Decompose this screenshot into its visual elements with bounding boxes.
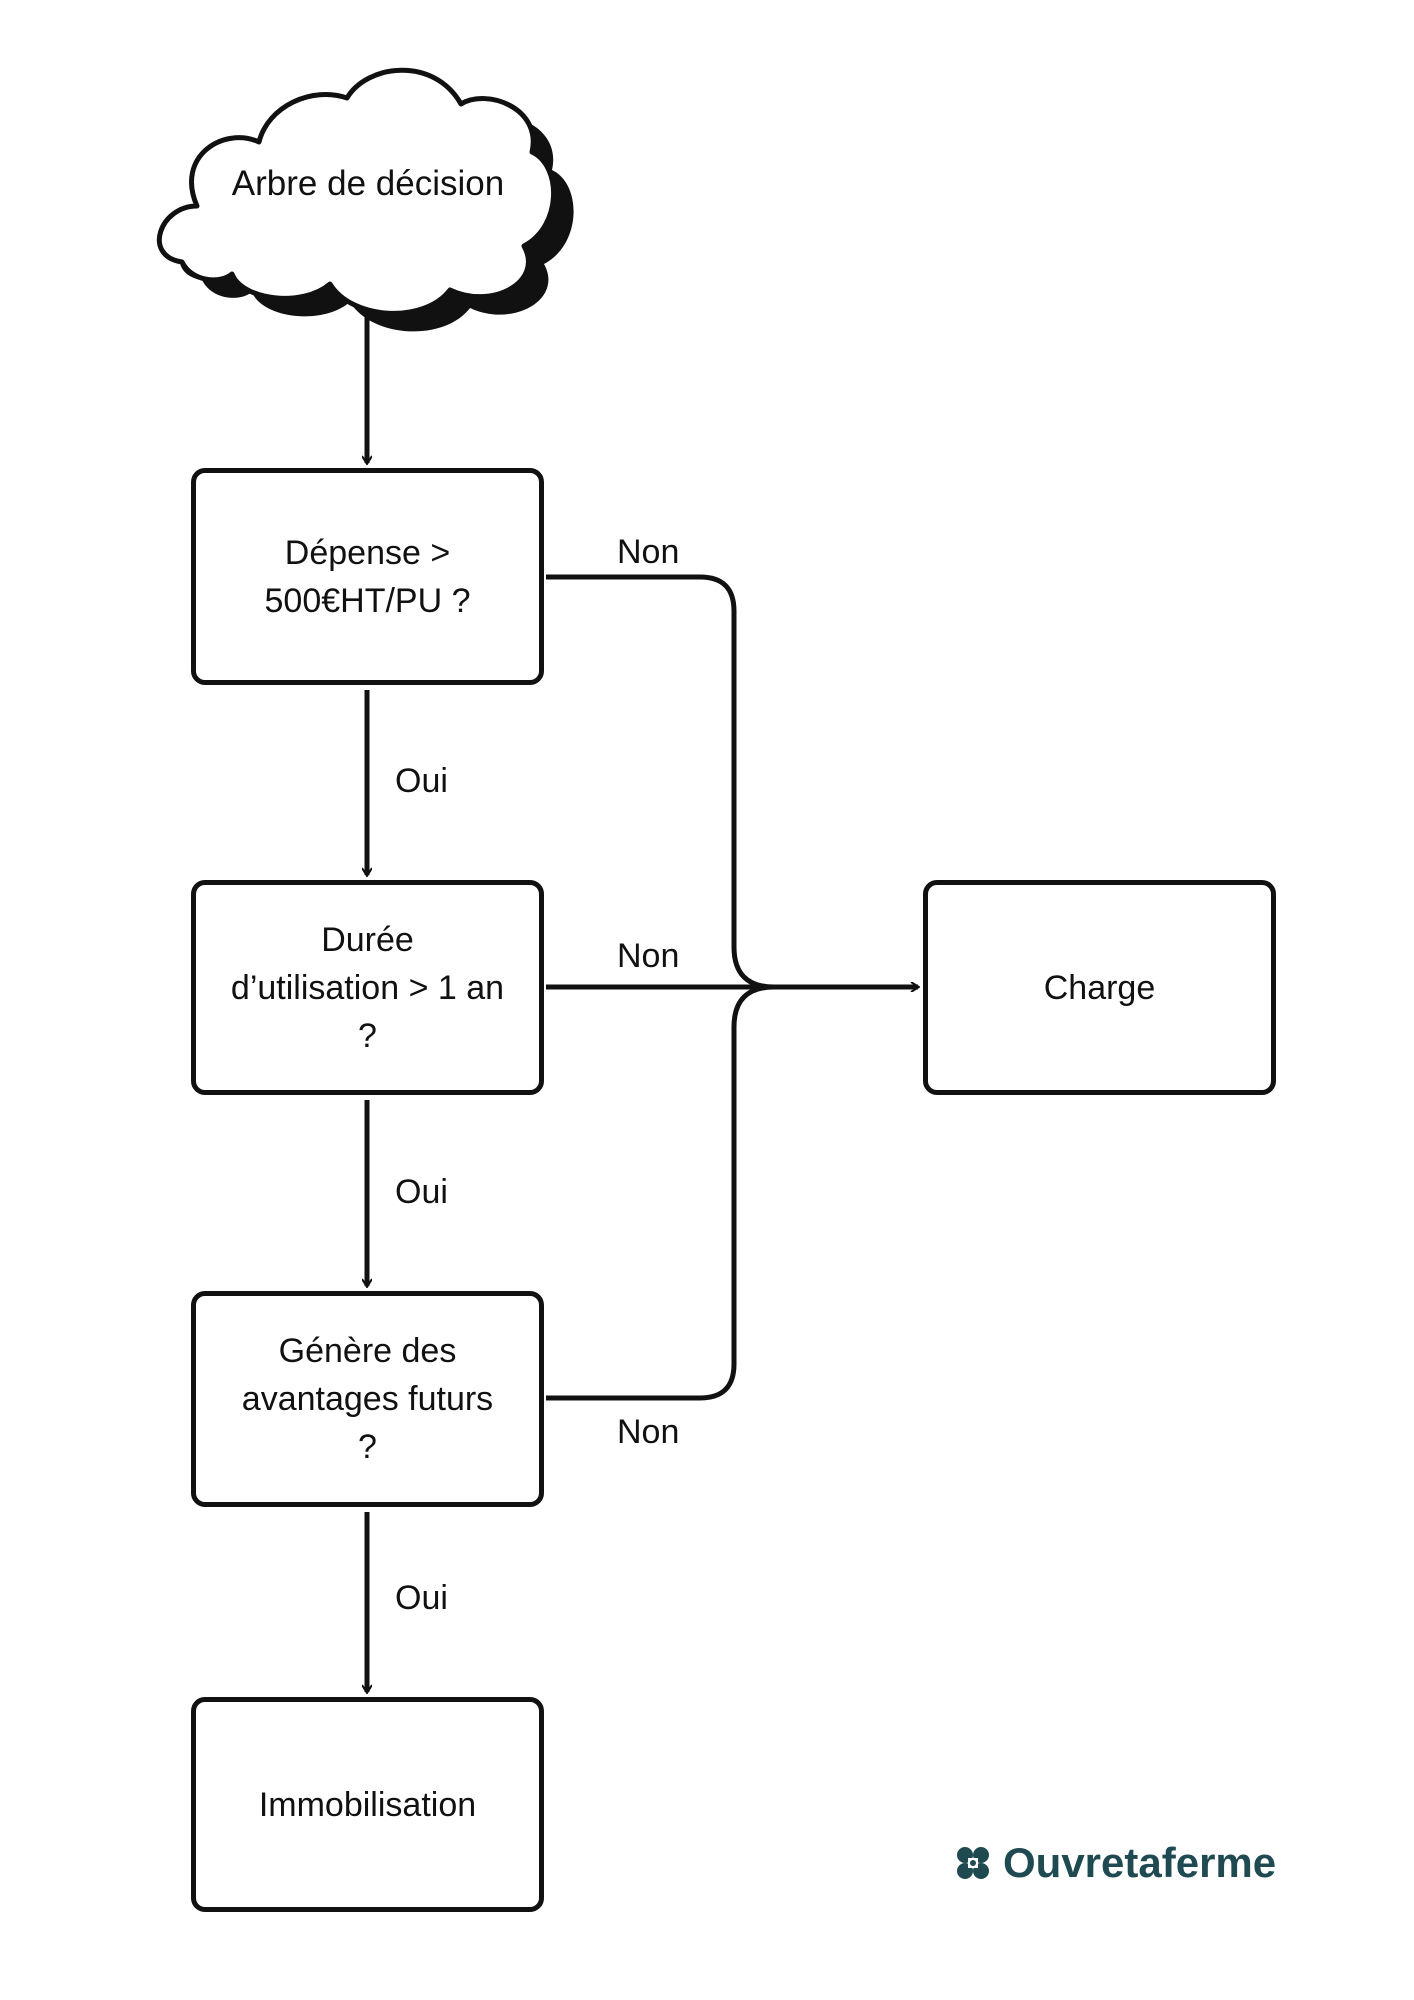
decision-duree-line-2: d’utilisation > 1 an xyxy=(230,968,505,1007)
connector-q3-non xyxy=(546,984,775,1401)
start-cloud xyxy=(156,67,574,332)
edge-label-q3-oui: Oui xyxy=(395,1579,448,1617)
decision-duree-line-3: ? xyxy=(358,1016,377,1055)
decision-avantages-line-2: avantages futurs xyxy=(241,1380,494,1418)
brand-logo: Ouvretaferme xyxy=(955,1838,1276,1888)
edge-label-q2-non: Non xyxy=(617,937,680,975)
decision-box-duree: Durée d’utilisation > 1 an ? xyxy=(191,880,544,1095)
connector-q1-non xyxy=(546,574,775,990)
decision-depense-line-2: 500€HT/PU ? xyxy=(264,581,471,620)
edge-label-q3-non: Non xyxy=(617,1413,680,1451)
decision-depense-line-1: Dépense > xyxy=(284,533,451,572)
outcome-box-charge: Charge xyxy=(923,880,1276,1095)
decision-box-avantages: Génère des avantages futurs ? xyxy=(191,1291,544,1507)
decision-duree-line-1: Durée xyxy=(321,920,414,959)
edge-label-q1-non: Non xyxy=(617,533,680,571)
outcome-box-immobilisation: Immobilisation xyxy=(191,1697,544,1912)
decision-avantages-line-3: ? xyxy=(358,1428,377,1466)
start-title: Arbre de décision xyxy=(231,164,505,203)
decision-avantages-line-1: Génère des xyxy=(278,1332,457,1370)
edge-label-q1-oui: Oui xyxy=(395,762,448,800)
outcome-charge-label: Charge xyxy=(1043,968,1156,1007)
clover-icon xyxy=(957,1847,989,1879)
decision-box-depense: Dépense > 500€HT/PU ? xyxy=(191,468,544,685)
brand-name: Ouvretaferme xyxy=(1003,1839,1277,1886)
edge-label-q2-oui: Oui xyxy=(395,1173,448,1211)
outcome-immobilisation-label: Immobilisation xyxy=(258,1785,477,1824)
